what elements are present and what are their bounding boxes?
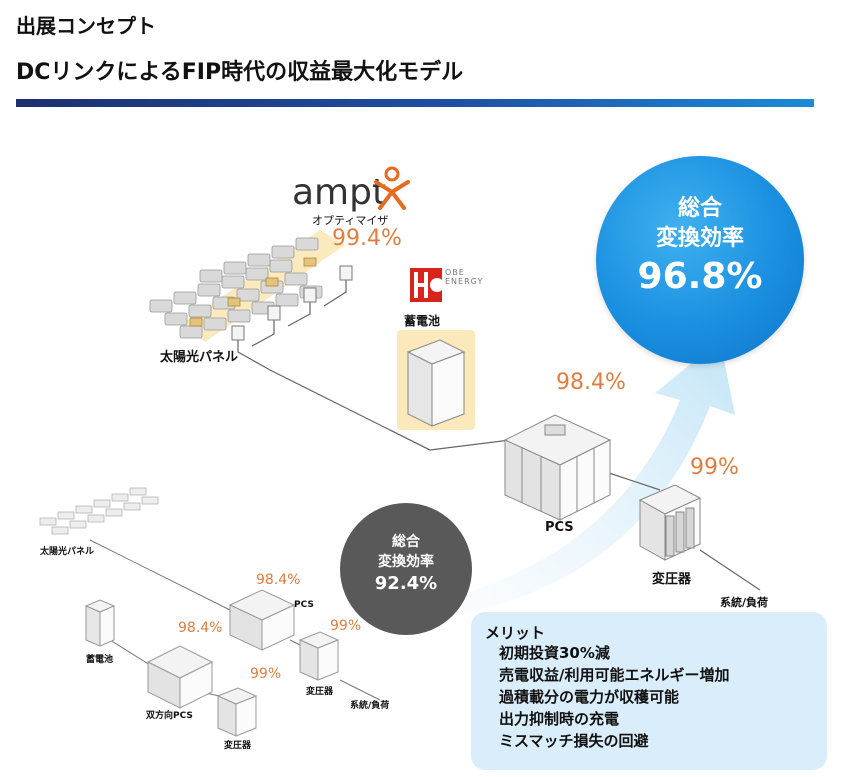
- pcs-label-bottom: PCS: [294, 600, 314, 610]
- total-efficiency-badge: 総合 変換効率 96.8%: [596, 156, 804, 364]
- conventional-efficiency-value: 92.4%: [374, 573, 438, 594]
- grid-load-label: 系統/負荷: [720, 596, 769, 609]
- ampt-logo: ampt: [292, 172, 387, 213]
- optimizer-units: [189, 257, 317, 327]
- conventional-efficiency-badge: 総合 変換効率 92.4%: [340, 503, 472, 635]
- hobe-logo-text: OBE ENERGY: [445, 268, 484, 286]
- transformer-efficiency: 99%: [690, 455, 739, 480]
- transformer2-label: 変圧器: [224, 741, 252, 751]
- pcs-cabinet-top: [503, 414, 612, 521]
- wiring-top: [237, 280, 761, 591]
- improvement-arrow: [440, 340, 735, 615]
- transformer1-label: 変圧器: [306, 687, 334, 697]
- ampt-person-icon: [374, 166, 410, 210]
- merits-list: 初期投資30%減 売電収益/利用可能エネルギー増加 過積載分の電力が収穫可能 出…: [499, 642, 729, 752]
- battery-label-bottom: 蓄電池: [86, 655, 114, 665]
- merits-panel: メリット 初期投資30%減 売電収益/利用可能エネルギー増加 過積載分の電力が収…: [471, 612, 827, 770]
- pcs-label: PCS: [545, 520, 574, 535]
- hobe-logo: [410, 268, 444, 302]
- page-subtitle: DCリンクによるFIP時代の収益最大化モデル: [16, 60, 464, 85]
- transformer-top: [638, 484, 702, 561]
- solar-panel-array-bottom: [39, 487, 159, 535]
- solar-panel-label: 太陽光パネル: [160, 350, 239, 365]
- grid-load-label-bottom: 系統/負荷: [350, 701, 390, 711]
- list-item: ミスマッチ損失の回避: [499, 732, 649, 750]
- transformer2-efficiency: 99%: [250, 666, 282, 682]
- total-efficiency-value: 96.8%: [637, 256, 763, 297]
- title-rule: [16, 99, 814, 107]
- transformer-bottom-2: [216, 687, 258, 737]
- solar-panel-label-bottom: 太陽光パネル: [40, 547, 95, 557]
- battery-cabinet-bottom: [84, 599, 116, 647]
- list-item: 売電収益/利用可能エネルギー増加: [499, 666, 730, 684]
- pcs-cabinet-bottom: [228, 589, 296, 651]
- pcs-efficiency: 98.4%: [556, 370, 626, 395]
- bidir-pcs-label: 双方向PCS: [146, 711, 193, 721]
- optimizer-efficiency: 99.4%: [332, 226, 402, 251]
- list-item: 出力抑制時の充電: [499, 710, 620, 728]
- merits-title: メリット: [485, 624, 546, 642]
- transformer-bottom-1: [298, 631, 340, 681]
- list-item: 過積載分の電力が収穫可能: [499, 688, 680, 706]
- page-title: 出展コンセプト: [16, 14, 156, 38]
- bidir-pcs-cabinet: [146, 645, 214, 709]
- optimizer-label: オプティマイザ: [312, 214, 389, 227]
- junction-boxes-top: [231, 265, 353, 341]
- list-item: 初期投資30%減: [499, 644, 610, 662]
- battery-label: 蓄電池: [404, 314, 441, 328]
- bidir-pcs-efficiency: 98.4%: [178, 620, 223, 636]
- pcs-efficiency-bottom: 98.4%: [256, 572, 301, 588]
- battery-cabinet: [406, 339, 466, 427]
- transformer-label: 変圧器: [652, 572, 692, 587]
- transformer1-efficiency: 99%: [330, 618, 362, 634]
